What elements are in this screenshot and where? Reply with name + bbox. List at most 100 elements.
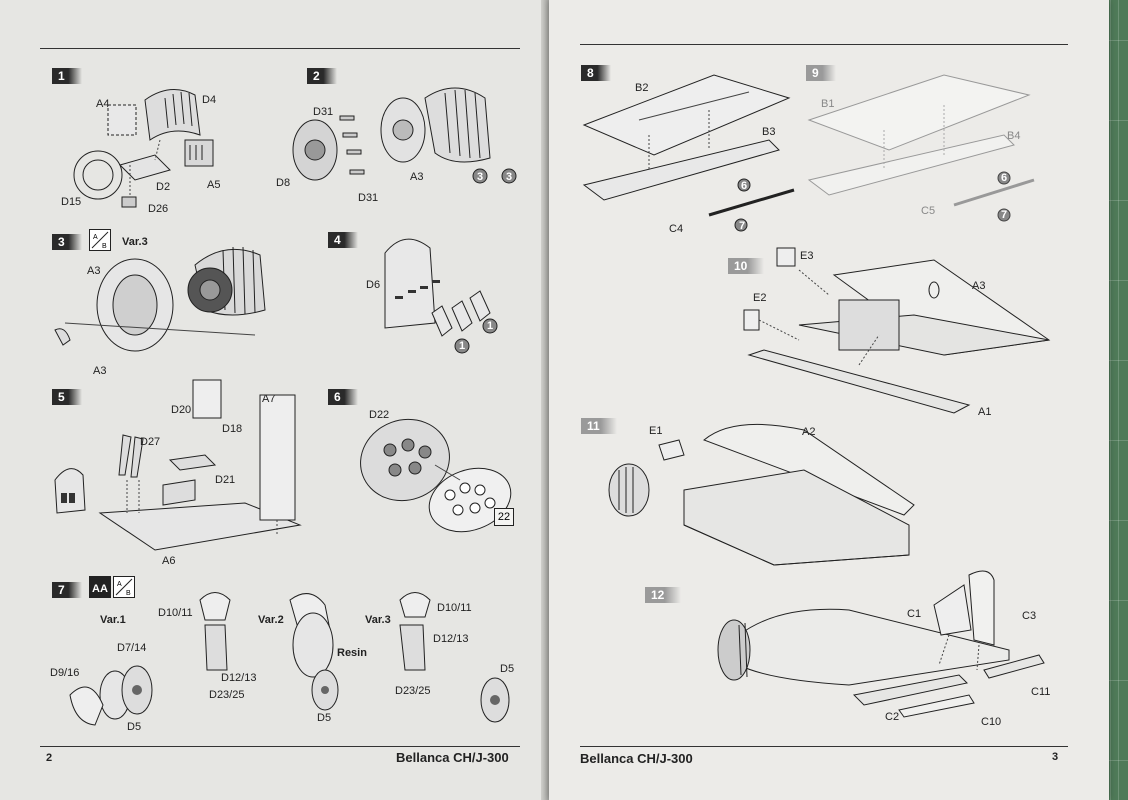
step-2-engine-drawing — [285, 78, 525, 193]
top-rule — [40, 48, 520, 49]
bottom-rule — [40, 746, 520, 747]
callout-7-step8: 7 — [739, 220, 746, 232]
part-label-a5: A5 — [207, 179, 221, 191]
variant-label-var3: Var.3 — [122, 236, 148, 248]
step-11-fuselage-halves-drawing — [604, 415, 924, 575]
svg-text:B: B — [102, 243, 107, 250]
part-label-e1: E1 — [649, 425, 663, 437]
variant-label-var3-gear: Var.3 — [365, 614, 391, 626]
part-label-c4: C4 — [669, 223, 684, 235]
part-label-d10-11-var1: D10/11 — [158, 607, 193, 619]
part-label-a2: A2 — [802, 426, 816, 438]
step-10-fuselage-interior-drawing — [739, 245, 1069, 425]
footer-title-right: Bellanca CH/J-300 — [580, 751, 693, 766]
part-label-a6: A6 — [162, 555, 176, 567]
part-label-b2: B2 — [635, 82, 649, 94]
part-label-c1: C1 — [907, 608, 922, 620]
part-label-d23-25-var1: D23/25 — [209, 689, 245, 701]
aa-variant-icon: AA — [89, 576, 111, 598]
page-number-left: 2 — [46, 752, 53, 764]
part-label-d6: D6 — [366, 279, 381, 291]
decal-ref-22: 22 — [494, 508, 514, 526]
part-label-d23-25-var3: D23/25 — [395, 685, 431, 697]
part-label-e2: E2 — [753, 292, 767, 304]
footer-title-left: Bellanca CH/J-300 — [396, 750, 509, 765]
part-label-d5-var3: D5 — [500, 663, 515, 675]
svg-text:A: A — [93, 234, 98, 241]
step-12-number: 12 — [645, 587, 681, 603]
part-label-c11: C11 — [1031, 686, 1051, 698]
part-label-d18: D18 — [222, 423, 243, 435]
step-9-number: 9 — [806, 65, 836, 81]
callout-3-left: 3 — [477, 171, 484, 183]
part-label-a7: A7 — [262, 393, 276, 405]
step-12-tail-assembly-drawing — [709, 565, 1049, 730]
part-label-d4: D4 — [202, 94, 217, 106]
part-label-d15: D15 — [61, 196, 82, 208]
part-label-e3: E3 — [800, 250, 814, 262]
part-label-c10: C10 — [981, 716, 1002, 728]
step-3-number: 3 — [52, 234, 82, 250]
part-label-d9-16: D9/16 — [50, 667, 80, 679]
callout-1-bottom: 1 — [459, 340, 466, 352]
svg-text:A: A — [117, 581, 122, 588]
part-label-d8: D8 — [276, 177, 291, 189]
part-label-a3-ring: A3 — [87, 265, 101, 277]
part-label-d12-13-var1: D12/13 — [221, 672, 257, 684]
step-6-number: 6 — [328, 389, 358, 405]
part-label-d5-var1: D5 — [127, 721, 142, 733]
step-8-upper-wing-drawing — [579, 60, 799, 235]
instruction-page-right: 8 B2 B3 6 C4 7 9 B1 B4 6 C5 7 10 E3 A3 — [549, 0, 1109, 800]
step-8-number: 8 — [581, 65, 611, 81]
step-9-lower-wing-drawing — [804, 60, 1044, 230]
callout-6-step9: 6 — [1001, 172, 1008, 184]
part-label-c3: C3 — [1022, 610, 1037, 622]
part-label-a4: A4 — [96, 98, 110, 110]
step-4-number: 4 — [328, 232, 358, 248]
part-label-b3: B3 — [762, 126, 776, 138]
part-label-c5: C5 — [921, 205, 936, 217]
part-label-d22: D22 — [369, 409, 390, 421]
callout-7-step9: 7 — [1001, 209, 1008, 221]
part-label-d31-top: D31 — [313, 106, 334, 118]
part-label-d26: D26 — [148, 203, 169, 215]
part-label-d21: D21 — [215, 474, 236, 486]
bottom-rule-right — [580, 746, 1068, 747]
step-7-number: 7 — [52, 582, 82, 598]
step-1-number: 1 — [52, 68, 82, 84]
top-rule-right — [580, 44, 1068, 45]
page-number-right: 3 — [1052, 751, 1059, 763]
step-2-number: 2 — [307, 68, 337, 84]
part-label-d10-11-var3: D10/11 — [437, 602, 472, 614]
part-label-a3-lower: A3 — [93, 365, 107, 377]
part-label-d7-14: D7/14 — [117, 642, 147, 654]
step-4-firewall-drawing — [380, 228, 500, 358]
step-10-number: 10 — [728, 258, 764, 274]
part-label-d27: D27 — [140, 436, 161, 448]
part-label-a3: A3 — [410, 171, 424, 183]
step-11-number: 11 — [581, 418, 617, 434]
callout-1-right: 1 — [487, 320, 494, 332]
callout-6-step8: 6 — [741, 180, 748, 192]
step-5-number: 5 — [52, 389, 82, 405]
svg-text:AA: AA — [92, 583, 108, 595]
variant-label-var1: Var.1 — [100, 614, 126, 626]
part-label-b1: B1 — [821, 98, 835, 110]
part-label-d20: D20 — [171, 404, 192, 416]
part-label-c2: C2 — [885, 711, 900, 723]
variant-label-var2: Var.2 — [258, 614, 284, 626]
part-label-d12-13-var3: D12/13 — [433, 633, 469, 645]
callout-3-right: 3 — [506, 171, 513, 183]
svg-text:B: B — [126, 590, 131, 597]
step-6-instrument-panel-drawing — [350, 410, 525, 535]
part-label-d2: D2 — [156, 181, 171, 193]
step-5-cockpit-floor-drawing — [45, 375, 310, 560]
part-label-b4: B4 — [1007, 130, 1021, 142]
part-label-d5-var2: D5 — [317, 712, 332, 724]
resin-label: Resin — [337, 647, 367, 659]
part-label-d31-bottom: D31 — [358, 192, 379, 204]
step-3-engine-ring-drawing — [45, 235, 285, 365]
